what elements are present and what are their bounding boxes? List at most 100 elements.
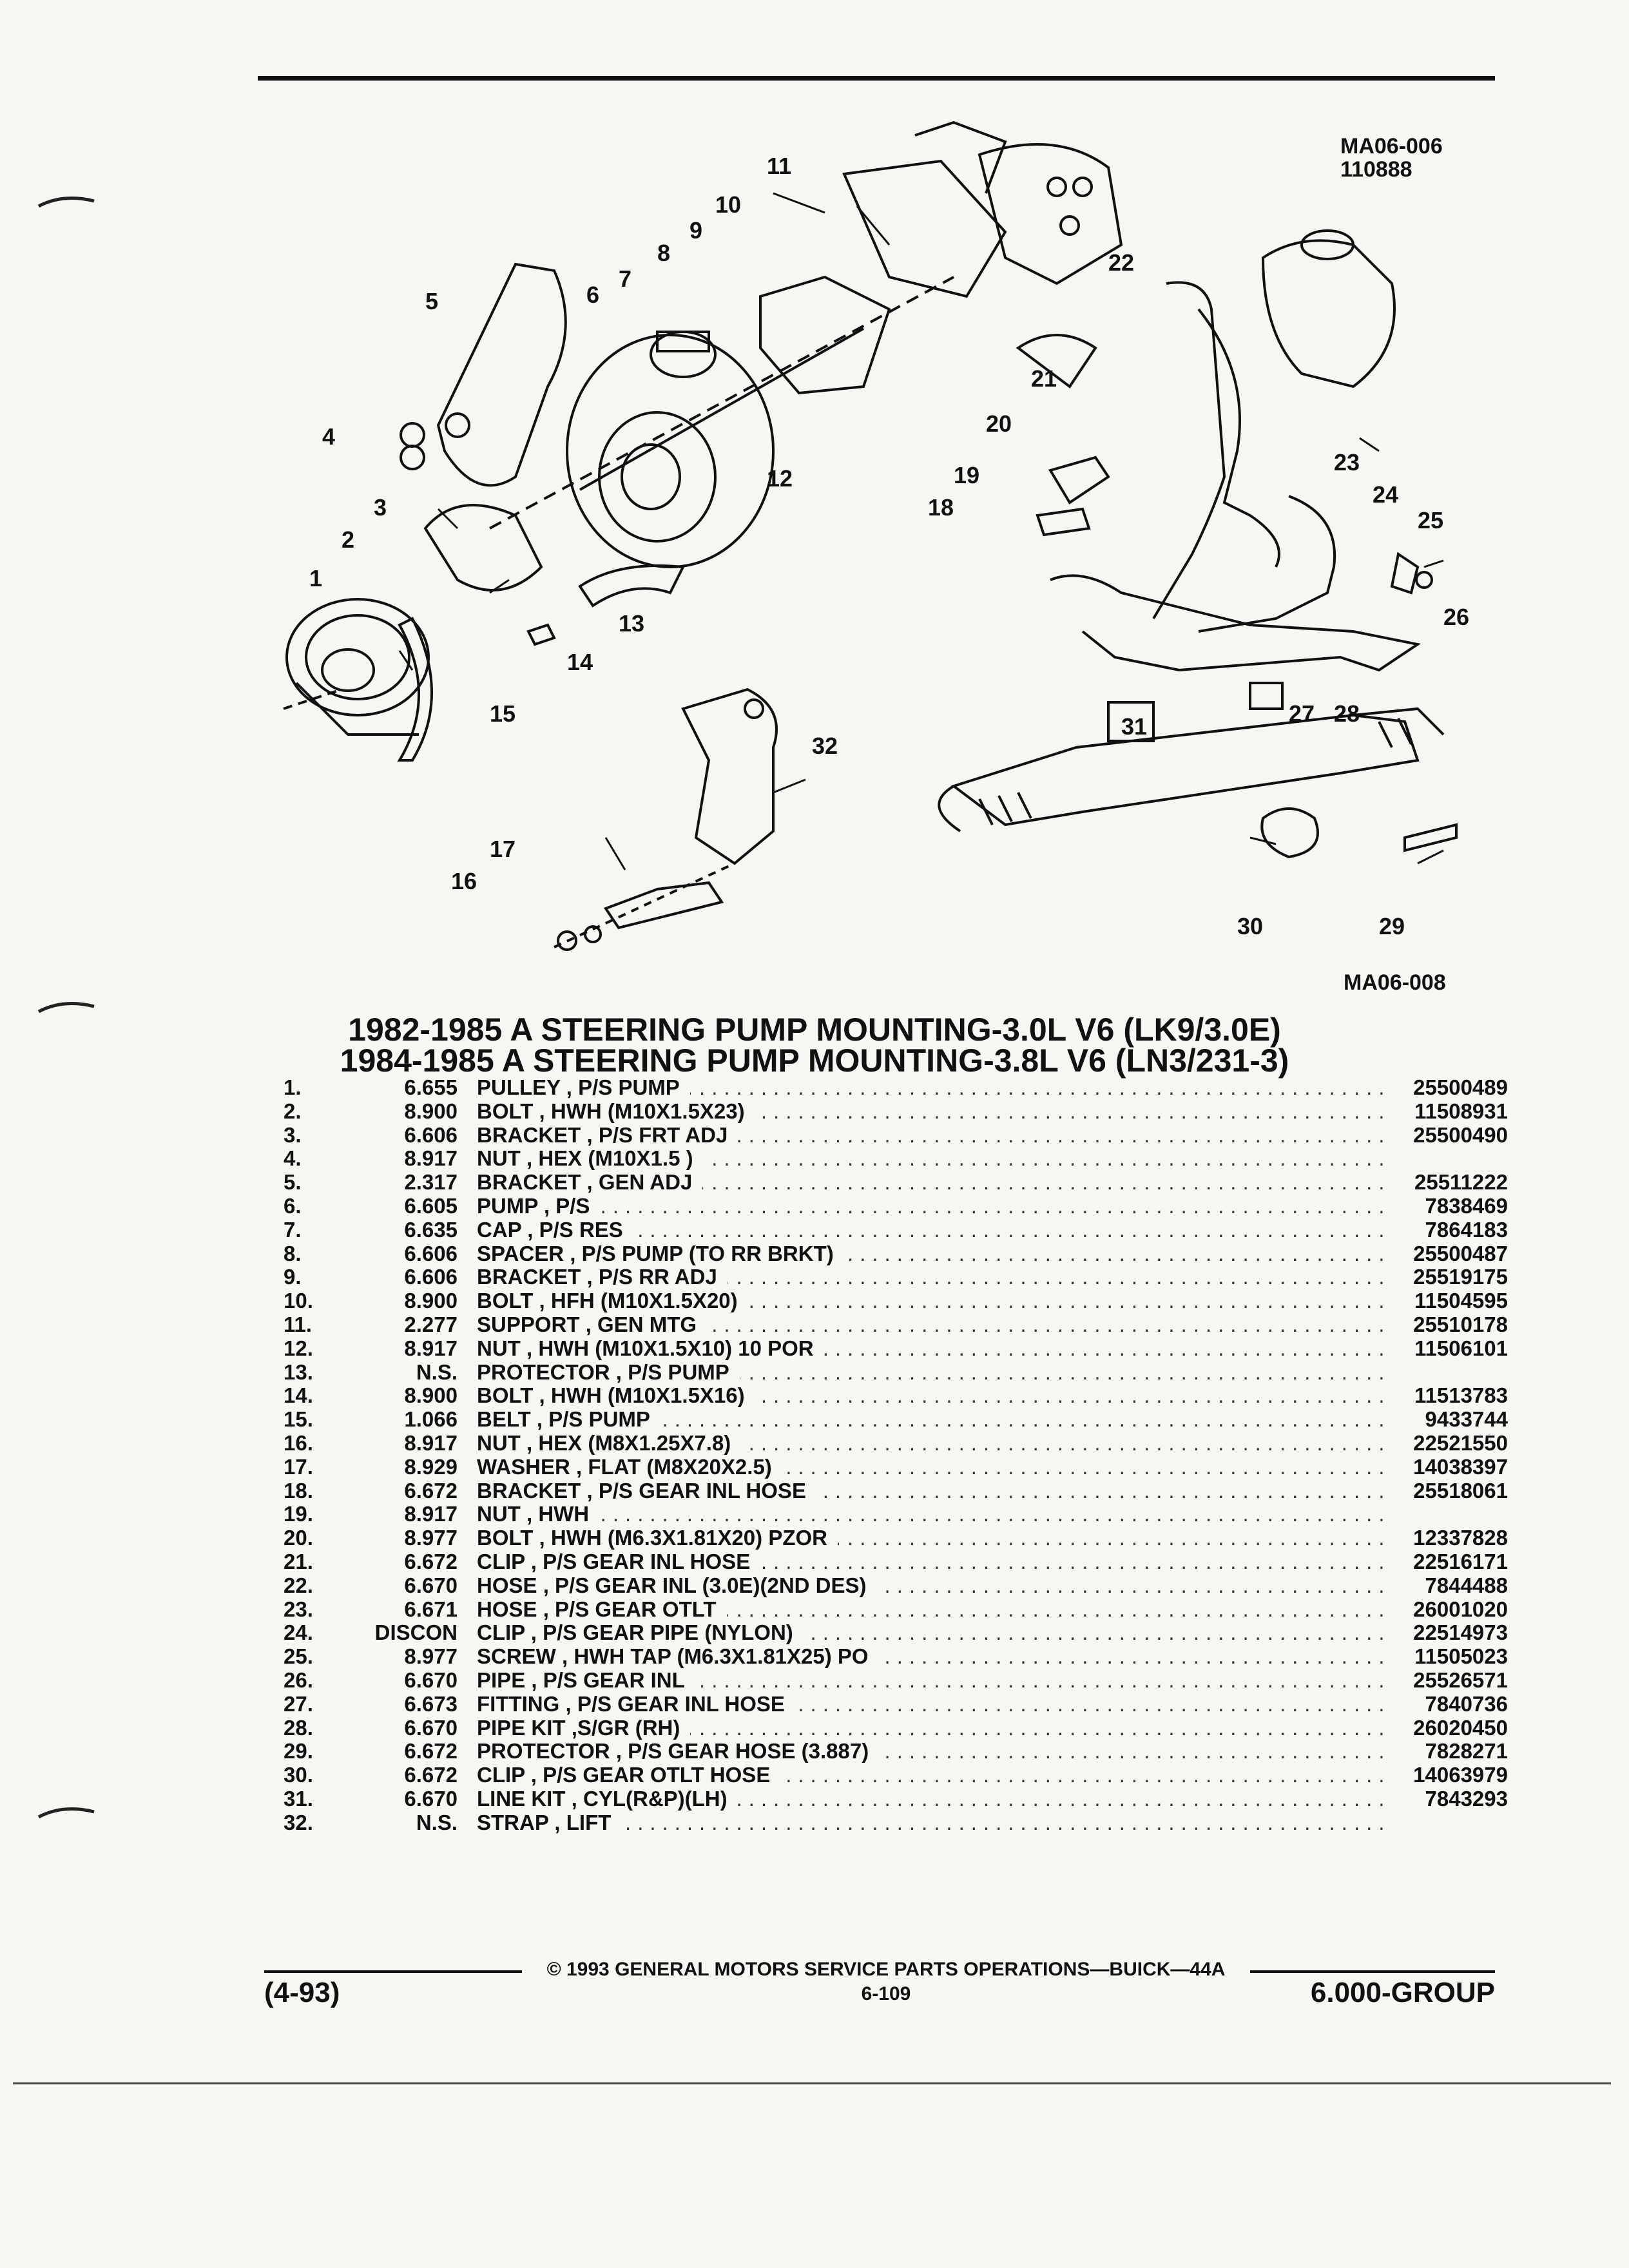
group-code: 6.606 [404,1241,458,1265]
callout-7: 7 [619,265,631,292]
part-number: 25500490 [1413,1122,1508,1147]
group-code: 6.605 [404,1193,458,1218]
part-description-cell: BOLT , HWH (M6.3X1.81X20) PZOR..........… [477,1526,1392,1550]
part-description-cell: LINE KIT , CYL(R&P)(LH).................… [477,1787,1392,1811]
footer-group: 6.000-GROUP [1310,1977,1495,2008]
group-code: 6.671 [404,1597,458,1621]
part-number: 26020450 [1413,1715,1508,1740]
part-description: SPACER , P/S PUMP (TO RR BRKT) [477,1242,844,1265]
part-description: PROTECTOR , P/S PUMP [477,1360,740,1384]
part-number: 7838469 [1425,1193,1508,1218]
scan-edge-line [13,2082,1611,2084]
group-code: 6.670 [404,1786,458,1811]
part-number: 11506101 [1414,1336,1508,1360]
callout-15: 15 [490,700,516,727]
part-description-cell: BRACKET , P/S GEAR INL HOSE.............… [477,1479,1392,1503]
callout-9: 9 [689,217,702,244]
page-title-line2: 1984-1985 A STEERING PUMP MOUNTING-3.8L … [340,1043,1289,1079]
part-description: SUPPORT , GEN MTG [477,1312,708,1336]
part-number: 26001020 [1413,1597,1508,1621]
part-description-cell: CLIP , P/S GEAR OTLT HOSE...............… [477,1763,1392,1787]
callout-5: 5 [425,288,438,314]
part-description-cell: BELT , P/S PUMP.........................… [477,1408,1392,1432]
item-number: 4. [284,1146,302,1171]
group-code: 2.277 [404,1312,458,1336]
group-code: 8.929 [404,1454,458,1479]
item-number: 23. [284,1597,313,1621]
parts-list-row: 32.N.S.STRAP , LIFT.....................… [284,1811,1508,1835]
group-code: 8.917 [404,1430,458,1455]
part-number: 14038397 [1413,1454,1508,1479]
part-description-cell: CLIP , P/S GEAR PIPE (NYLON)............… [477,1621,1392,1645]
part-description: BRACKET , P/S RR ADJ [477,1265,728,1289]
punch-mark [37,1807,95,1819]
callout-28: 28 [1334,700,1360,727]
footer-copyright: © 1993 GENERAL MOTORS SERVICE PARTS OPER… [546,1959,1226,1980]
item-number: 28. [284,1715,313,1740]
part-description: STRAP , LIFT [477,1811,622,1834]
part-description-cell: PROTECTOR , P/S PUMP....................… [477,1360,1392,1385]
item-number: 32. [284,1810,313,1834]
item-number: 26. [284,1667,313,1692]
callout-13: 13 [619,610,644,637]
part-description: BRACKET , P/S GEAR INL HOSE [477,1479,816,1503]
callout-1: 1 [309,565,322,591]
callout-23: 23 [1334,449,1360,476]
footer-rule-left [264,1970,522,1973]
callout-4: 4 [322,423,335,450]
part-description-cell: NUT , HWH (M10X1.5X10) 10 POR...........… [477,1336,1392,1361]
callout-17: 17 [490,836,516,862]
item-number: 13. [284,1360,313,1384]
group-code: 1.066 [404,1407,458,1432]
group-code: 8.917 [404,1336,458,1360]
part-description: BOLT , HWH (M6.3X1.81X20) PZOR [477,1526,838,1550]
part-description: PROTECTOR , P/S GEAR HOSE (3.887) [477,1740,880,1763]
callout-2: 2 [342,526,354,553]
part-number: 9433744 [1425,1407,1508,1432]
part-description: WASHER , FLAT (M8X20X2.5) [477,1455,782,1479]
callout-14: 14 [567,649,593,675]
callout-18: 18 [928,494,954,521]
punch-mark [37,1002,95,1014]
callout-32: 32 [812,733,838,759]
part-description-cell: BOLT , HFH (M10X1.5X20).................… [477,1289,1392,1313]
part-description-cell: BRACKET , GEN ADJ.......................… [477,1171,1392,1195]
part-description-cell: CLIP , P/S GEAR INL HOSE................… [477,1550,1392,1574]
callout-3: 3 [374,494,387,521]
part-description: BOLT , HWH (M10X1.5X16) [477,1384,755,1408]
item-number: 14. [284,1383,313,1408]
callout-10: 10 [715,191,741,218]
part-number: 25500489 [1413,1075,1508,1099]
part-description: PIPE , P/S GEAR INL [477,1668,695,1692]
part-description-cell: SUPPORT , GEN MTG.......................… [477,1312,1392,1337]
part-number: 22521550 [1413,1430,1508,1455]
part-description: BOLT , HFH (M10X1.5X20) [477,1289,748,1313]
group-code: 6.670 [404,1573,458,1597]
item-number: 30. [284,1763,313,1787]
group-code: 8.977 [404,1526,458,1550]
part-description: NUT , HWH (M10X1.5X10) 10 POR [477,1336,824,1360]
part-number: 25510178 [1413,1312,1508,1336]
item-number: 17. [284,1454,313,1479]
item-number: 20. [284,1526,313,1550]
part-description-cell: PULLEY , P/S PUMP.......................… [477,1076,1392,1100]
part-description: HOSE , P/S GEAR INL (3.0E)(2ND DES) [477,1573,877,1597]
